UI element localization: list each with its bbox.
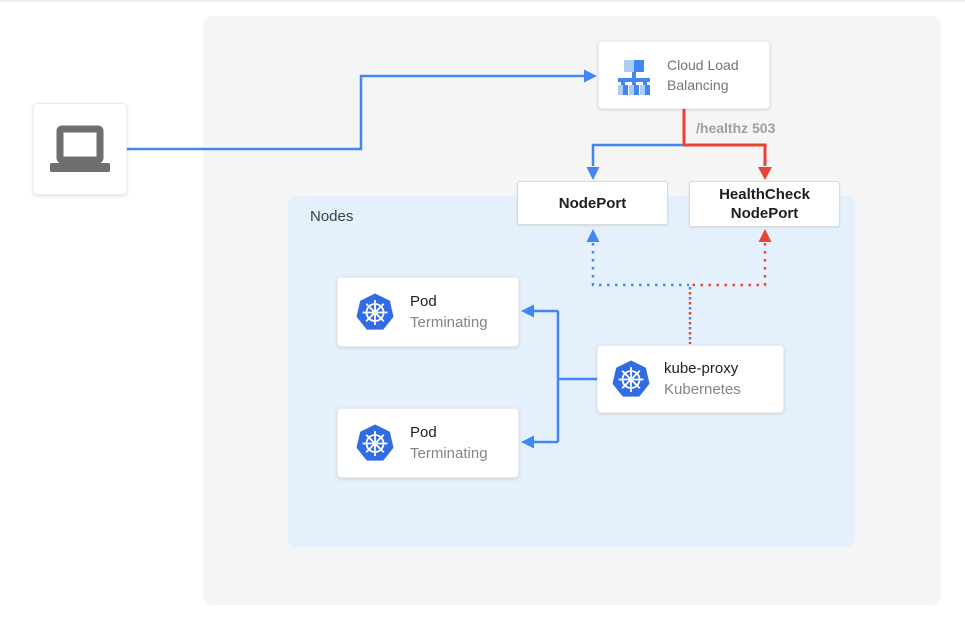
window-top-border: [0, 0, 965, 2]
pod-status: Terminating: [410, 314, 488, 331]
healthz-503-label: /healthz 503: [696, 120, 776, 136]
healthcheck-nodeport-box: HealthCheck NodePort: [689, 181, 840, 227]
client-card: [33, 103, 127, 195]
pod-terminating-card-2: Pod Terminating: [337, 408, 519, 478]
pod-status: Terminating: [410, 445, 488, 462]
kube-proxy-subtitle: Kubernetes: [664, 381, 741, 398]
nodes-container-label: Nodes: [310, 208, 354, 225]
cloud-load-balancing-label: Cloud Load Balancing: [667, 57, 739, 93]
kubernetes-icon: [356, 293, 394, 330]
kube-proxy-title: kube-proxy: [664, 360, 739, 377]
nodeport-box: NodePort: [517, 181, 668, 225]
laptop-icon: [50, 125, 110, 172]
kube-proxy-card: kube-proxy Kubernetes: [597, 345, 784, 413]
pod-title: Pod: [410, 424, 437, 441]
kubernetes-icon: [356, 424, 394, 461]
pod-terminating-card-1: Pod Terminating: [337, 277, 519, 347]
kubernetes-icon: [612, 360, 650, 397]
cloud-load-balancing-card: Cloud Load Balancing: [598, 41, 770, 109]
pod-title: Pod: [410, 293, 437, 310]
cloud-load-balancing-icon: [618, 60, 650, 95]
